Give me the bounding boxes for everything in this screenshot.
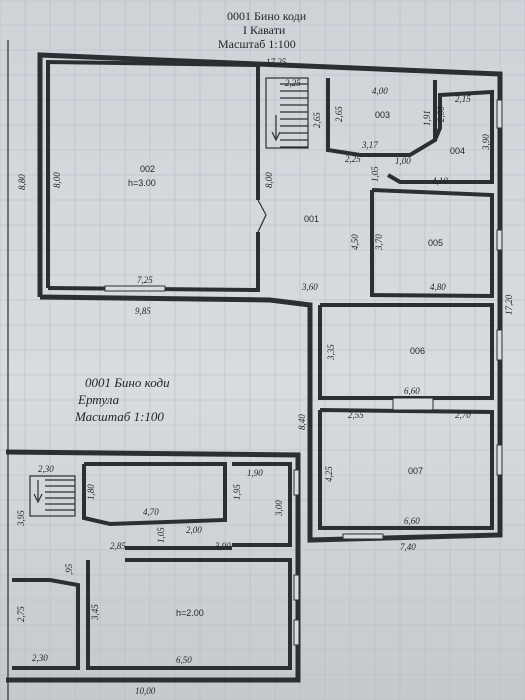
basement-room-top (82, 462, 227, 527)
room-007-walls (318, 408, 494, 530)
basement-room-left (12, 578, 80, 670)
dim-003-b: 1,00 (395, 156, 411, 166)
room-006-walls (318, 303, 494, 400)
bdim-f: 2,75 (16, 606, 26, 622)
bdim-g: 2,30 (32, 653, 48, 663)
dim-bottom-left: 9,85 (135, 306, 151, 316)
bdim-top-left: 1,80 (86, 484, 96, 500)
bdim-bottom: 10,00 (135, 686, 156, 696)
window-007-side (496, 444, 503, 476)
basement-outer-wall (5, 449, 301, 683)
ground-title-scale: Масштаб 1:100 (218, 37, 296, 51)
room-003-label: 003 (375, 110, 390, 120)
dim-door: 1,05 (370, 166, 380, 182)
dim-007-a: 2,55 (348, 410, 364, 420)
dim-stair-h: 2,65 (312, 112, 322, 128)
bdim-b: 1,05 (156, 527, 166, 543)
dim-003-left: 2,65 (334, 106, 344, 122)
dim-004-right: 3,90 (481, 134, 491, 151)
dim-005-bottom: 4,80 (430, 282, 446, 292)
room-002-wall-lower (47, 232, 260, 293)
basement-title-code: 0001 Бино коди (85, 375, 170, 390)
dim-right: 17,20 (504, 294, 514, 315)
dim-corridor: 3,60 (301, 282, 318, 292)
ground-floor-plan: 0001 Бино коди I Кавати Масштаб 1:100 (17, 9, 514, 552)
dim-stair-w: 2,25 (285, 78, 301, 88)
dim-007-left: 4,25 (324, 466, 334, 482)
room-006-label: 006 (410, 346, 425, 356)
window-005 (496, 229, 503, 251)
bdim-e: ,95 (64, 563, 74, 575)
ground-title-floor: I Кавати (243, 23, 286, 37)
dim-007-bottom: 6,60 (404, 516, 420, 526)
room-005-walls (370, 188, 494, 299)
window-007 (342, 533, 384, 540)
dim-002-bottom: 7,25 (137, 275, 153, 285)
bdim-left: 3,95 (16, 510, 26, 527)
basement-plan: 0001 Бино коди Ертула Масштаб 1:100 2,30… (5, 375, 301, 696)
basement-window-1 (293, 469, 300, 496)
dim-006-bottom: 6,60 (404, 386, 420, 396)
room-003-walls (326, 78, 437, 157)
ground-stairs (265, 77, 309, 149)
window-004 (496, 99, 503, 129)
dim-004-left: 2,00 (436, 106, 446, 122)
dim-003-right: 1,91 (422, 110, 432, 126)
bdim-top-right-w: 1,90 (247, 468, 263, 478)
bdim-stair-w: 2,30 (38, 464, 54, 474)
dim-004-top: 2,15 (455, 94, 471, 104)
basement-title-floor: Ертула (77, 392, 120, 407)
dim-002-left: 8,00 (52, 172, 62, 188)
window-002 (104, 285, 166, 292)
ground-title-code: 0001 Бино коди (227, 9, 307, 23)
window-006 (496, 329, 503, 361)
dim-bottom: 7,40 (400, 542, 416, 552)
basement-room-height: h=2.00 (176, 608, 204, 618)
ground-outer-wall (37, 52, 503, 543)
dim-top: 17,25 (266, 57, 287, 67)
bdim-a: 2,00 (186, 525, 202, 535)
bdim-d: 3,90 (214, 541, 231, 551)
bdim-top-bottom: 4,70 (143, 507, 159, 517)
bdim-right: 3,00 (274, 500, 284, 517)
room-005-label: 005 (428, 238, 443, 248)
room-007-label: 007 (408, 466, 423, 476)
bdim-h: 3,45 (90, 604, 100, 621)
room-002-height: h=3.00 (128, 178, 156, 188)
dim-003-bottom: 3,17 (361, 140, 378, 150)
partition-007 (392, 397, 434, 411)
dim-005-inner: 3,70 (374, 234, 384, 251)
dim-005-left: 4,50 (350, 234, 360, 250)
room-001-label: 001 (304, 214, 319, 224)
dim-left: 8,80 (17, 174, 27, 190)
dim-007-b: 2,70 (455, 410, 471, 420)
basement-title-scale: Масштаб 1:100 (74, 409, 164, 424)
bdim-c: 2,85 (110, 541, 126, 551)
basement-window-3 (293, 619, 300, 646)
room-002-label: 002 (140, 164, 155, 174)
bdim-top-right: 1,95 (232, 484, 242, 500)
room-004-label: 004 (450, 146, 465, 156)
dim-004-bottom: 4,10 (432, 176, 448, 186)
room-002-walls (46, 59, 260, 288)
basement-window-2 (293, 574, 300, 601)
basement-stairs (29, 475, 76, 517)
room-004-walls (386, 89, 494, 184)
dim-003-top: 4,00 (372, 86, 388, 96)
dim-006-left: 3,35 (326, 344, 336, 361)
dim-007-outer: 8,40 (297, 414, 307, 430)
door-002 (257, 199, 267, 216)
dim-003-a: 2,25 (345, 154, 361, 164)
basement-room-right (232, 462, 292, 547)
dim-002-right: 8,00 (264, 172, 274, 188)
bdim-room-bottom: 6,50 (176, 655, 192, 665)
basement-main-room (86, 558, 292, 670)
